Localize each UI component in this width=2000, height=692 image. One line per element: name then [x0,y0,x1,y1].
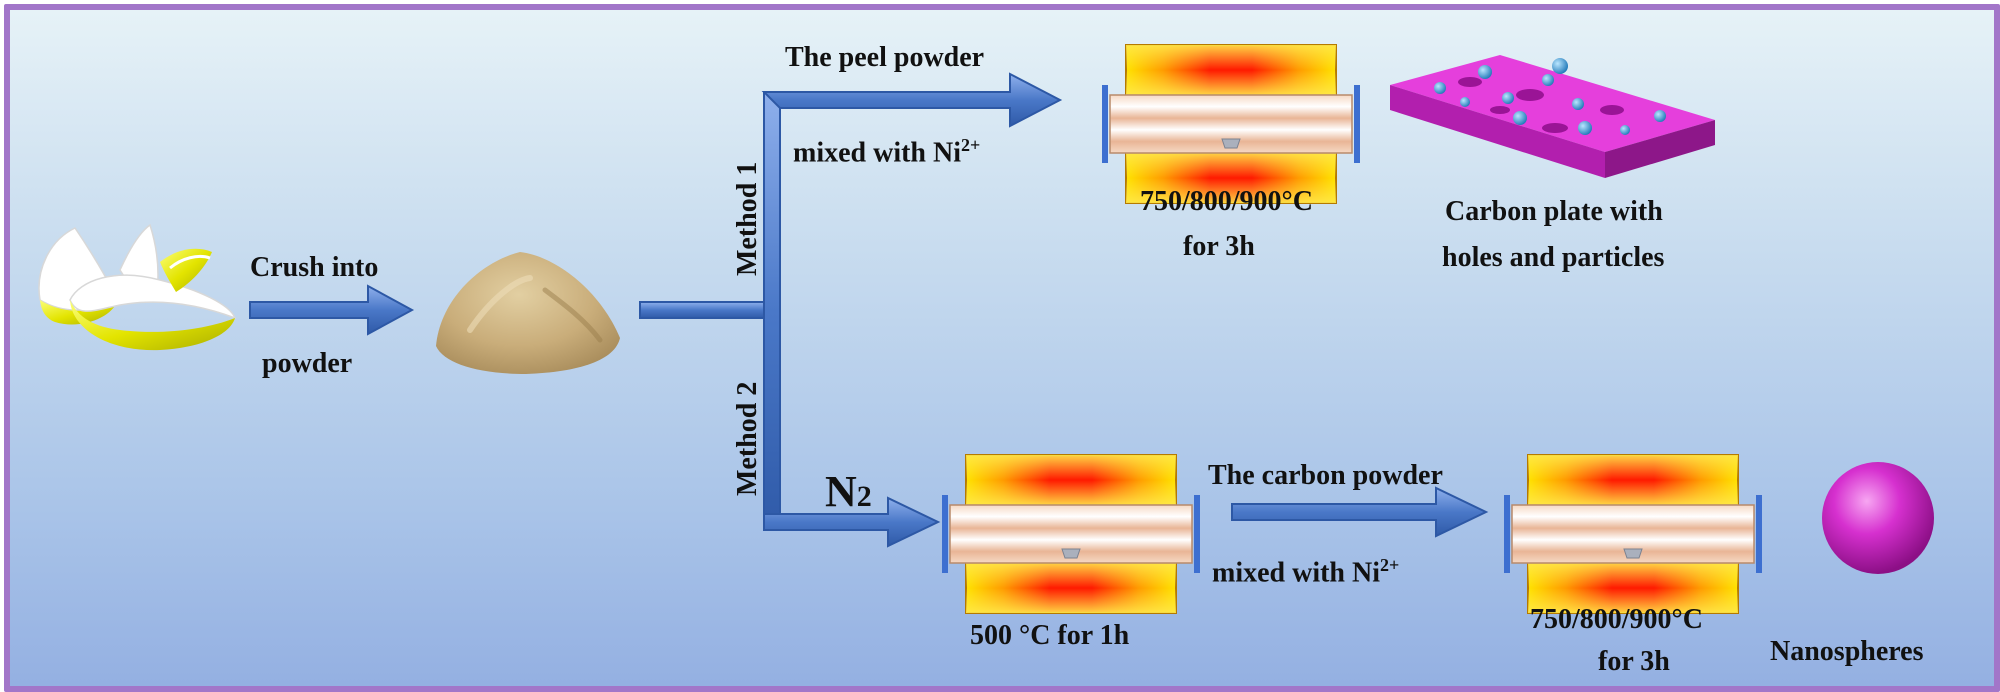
nanosphere-icon [1822,462,1934,574]
m2-temp-line2: for 3h [1598,646,1670,677]
m2-below-label: mixed with Ni2+ [1212,555,1400,589]
crush-label-line2: powder [262,348,353,379]
powder-pile-icon [436,252,620,374]
m1-temp-line2: for 3h [1183,231,1255,262]
carbon-powder-arrow [1231,486,1489,538]
m1-product-line1: Carbon plate with [1445,196,1663,227]
method1-label: Method 1 [732,161,763,276]
m2-product-label: Nanospheres [1770,636,1924,667]
method2-arrow [763,496,941,548]
method1-arrow [761,72,1063,128]
method2-label: Method 2 [732,381,763,496]
m1-above-label: The peel powder [785,42,985,73]
m2-step1-temp-label: 500 °C for 1h [970,620,1130,651]
lemon-peel-icon [38,223,237,351]
furnace-method1-icon [1101,44,1361,204]
carbon-plate-icon [1390,55,1715,178]
furnace-method2-step1-icon [941,454,1201,614]
furnace-method2-step2-icon [1503,454,1763,614]
m2-temp-line1: 750/800/900°C [1530,604,1703,635]
n2-label: N2 [825,467,872,516]
crush-arrow [249,284,415,336]
crush-label-line1: Crush into [250,252,379,283]
m1-product-line2: holes and particles [1442,242,1665,273]
m1-below-label: mixed with Ni2+ [793,135,981,169]
m2-above-label: The carbon powder [1208,460,1443,491]
m1-temp-line1: 750/800/900°C [1140,186,1313,217]
